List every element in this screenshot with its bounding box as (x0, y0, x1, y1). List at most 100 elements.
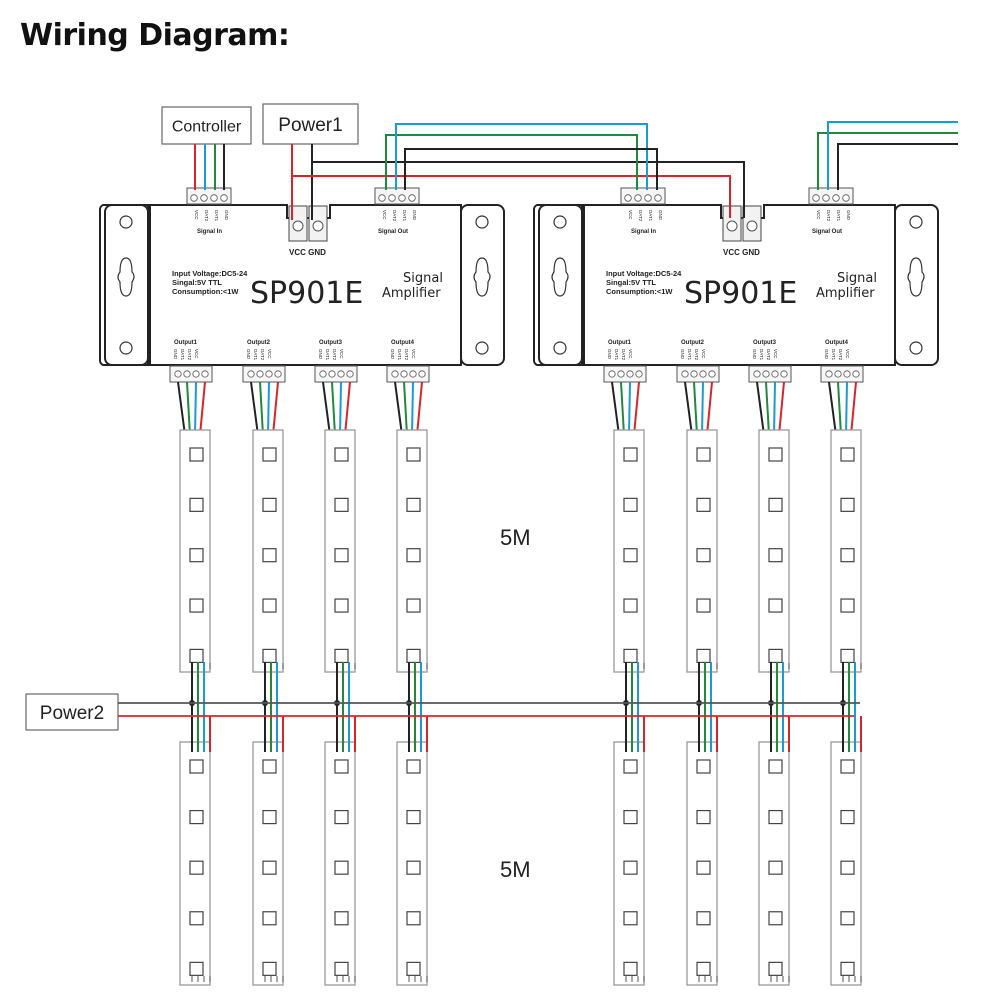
wire-output-gnd (684, 381, 693, 436)
signal-in-pin-label: VCC (628, 210, 633, 220)
screw-icon (391, 370, 399, 378)
led-chip-icon (406, 961, 421, 976)
output-pin-label: DAT2 (260, 349, 265, 361)
output-pin-label: GND (824, 349, 829, 360)
screw-icon (842, 194, 850, 202)
mount-hole-icon (909, 341, 923, 355)
led-chip-icon (406, 809, 421, 825)
output-pin-label: DAT1 (325, 349, 330, 361)
led-chip-icon (768, 648, 783, 664)
led-chip-icon (696, 809, 711, 825)
led-chip-icon (334, 911, 349, 926)
led-chip-icon (840, 961, 855, 976)
led-chip-icon (262, 860, 277, 875)
wire-output-dat2 (186, 381, 191, 436)
screw-icon (201, 370, 209, 378)
led-chip-icon (840, 809, 855, 825)
led-chip-icon (696, 497, 711, 512)
mount-hole-icon (119, 341, 133, 355)
mount-slot-icon (473, 257, 491, 297)
power1-box (262, 103, 359, 145)
screw-icon (274, 370, 282, 378)
wire-gnd-link (404, 148, 658, 190)
led-chip-icon (768, 548, 783, 563)
output-terminal (676, 365, 720, 383)
output-pin-label: VCC (194, 349, 199, 359)
wire-output-vcc (633, 381, 640, 436)
screw-icon (388, 194, 396, 202)
screw-icon (174, 370, 182, 378)
screw-icon (378, 194, 386, 202)
led-chip-icon (406, 648, 421, 664)
mount-hole-icon (475, 341, 489, 355)
spec-line: Consumption:<1W (606, 287, 673, 296)
led-chip-icon (696, 860, 711, 875)
screw-icon (832, 194, 840, 202)
led-chip-icon (334, 598, 349, 613)
led-chip-icon (262, 548, 277, 563)
screw-icon (780, 370, 788, 378)
output-pin-label: VCC (701, 349, 706, 359)
wire-output-dat1 (194, 381, 197, 436)
screw-icon (292, 220, 304, 232)
output-pin-label: DAT2 (332, 349, 337, 361)
signal-in-label: Signal In (631, 229, 656, 235)
length-label-lower: 5M (500, 857, 531, 882)
output-pin-label: VCC (267, 349, 272, 359)
mount-hole-icon (475, 215, 489, 229)
led-chip-icon (623, 759, 638, 774)
wire-dat2-continue (817, 132, 958, 190)
led-chip-icon (696, 548, 711, 563)
screw-icon (812, 194, 820, 202)
led-chip-icon (840, 648, 855, 664)
led-chip-icon (334, 648, 349, 664)
mount-slot-icon (551, 257, 569, 297)
spec-line: Input Voltage:DC5-24 (172, 269, 248, 278)
output-terminal (386, 365, 430, 383)
wire-gnd-continue (837, 143, 958, 190)
led-chip-icon (189, 648, 204, 664)
wire-output-dat2 (693, 381, 698, 436)
screw-icon (409, 370, 417, 378)
led-chip-icon (189, 860, 204, 875)
wire-output-dat2 (331, 381, 336, 436)
screw-icon (843, 370, 851, 378)
output-terminal (242, 365, 286, 383)
led-chip-icon (334, 759, 349, 774)
screw-icon (337, 370, 345, 378)
led-chip-icon (840, 447, 855, 462)
wire-output-vcc (778, 381, 785, 436)
amplifier-body (149, 204, 462, 366)
led-chip-icon (406, 548, 421, 563)
output-pin-label: GND (752, 349, 757, 360)
output-pin-label: VCC (339, 349, 344, 359)
amplifier-2 (533, 187, 939, 383)
wire-output-gnd (756, 381, 765, 436)
power1-box-label: Power1 (278, 115, 342, 136)
screw-icon (408, 194, 416, 202)
type-label-line2: Amplifier (382, 286, 441, 301)
screw-icon (183, 370, 191, 378)
power-terminal-label: VCC GND (723, 248, 760, 257)
led-chip-icon (840, 911, 855, 926)
screw-icon (328, 370, 336, 378)
led-chip-icon (840, 497, 855, 512)
screw-icon (418, 370, 426, 378)
wire-output-vcc (706, 381, 713, 436)
screw-icon (634, 194, 642, 202)
screw-icon (626, 370, 634, 378)
output-pin-label: DAT1 (687, 349, 692, 361)
led-chip-icon (623, 860, 638, 875)
output-pin-label: DAT1 (831, 349, 836, 361)
led-chip-icon (840, 860, 855, 875)
screw-icon (220, 194, 228, 202)
wire-output-dat1 (339, 381, 342, 436)
led-chip-icon (262, 911, 277, 926)
signal-out-label: Signal Out (812, 229, 842, 235)
output-pin-label: DAT1 (180, 349, 185, 361)
led-chip-icon (334, 961, 349, 976)
model-label: SP901E (250, 276, 363, 311)
output-label: Output1 (174, 340, 198, 346)
screw-icon (200, 194, 208, 202)
